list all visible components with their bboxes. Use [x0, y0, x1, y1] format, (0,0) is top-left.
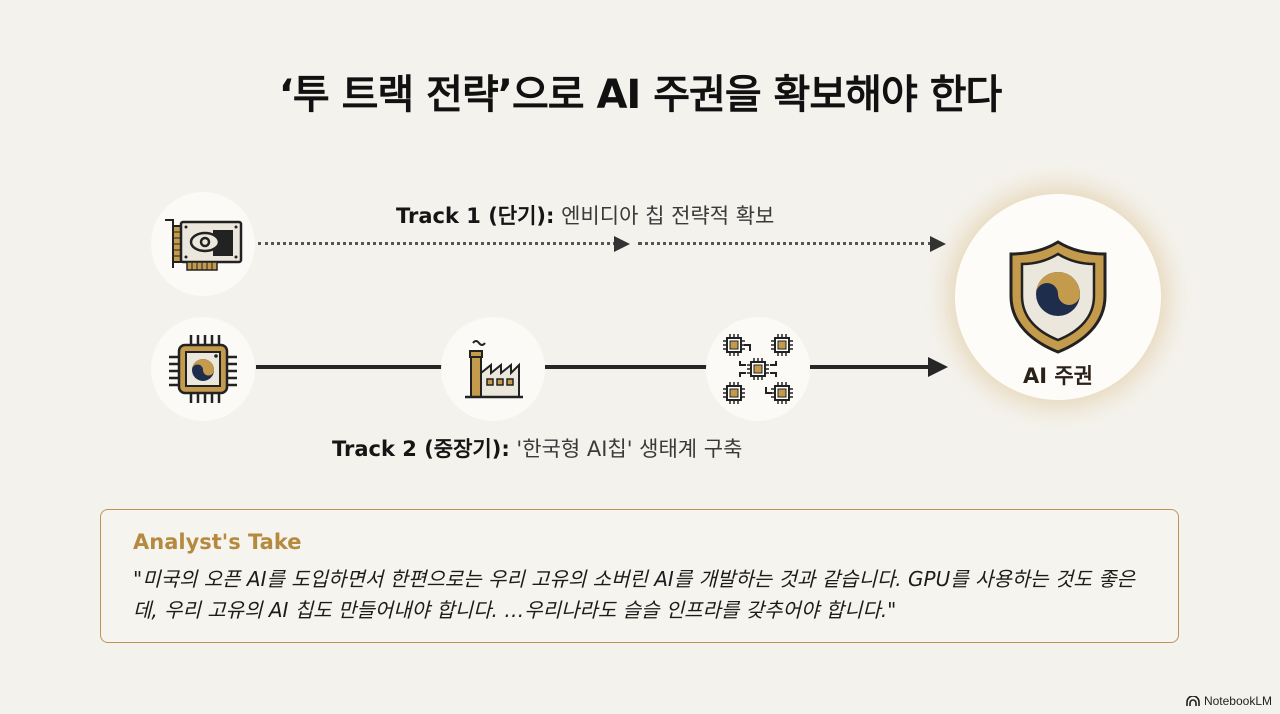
brand-watermark: NotebookLM	[1186, 694, 1272, 708]
brand-label: NotebookLM	[1203, 694, 1272, 708]
analyst-take-title: Analyst's Take	[133, 530, 302, 554]
track2-label-strong: Track 2 (중장기):	[332, 437, 510, 461]
chip-network-icon	[722, 333, 794, 405]
analyst-take-box: Analyst's Take "미국의 오픈 AI를 도입하면서 한편으로는 우…	[100, 509, 1179, 643]
factory-icon	[465, 340, 523, 399]
track2-node-chip-network	[706, 317, 810, 421]
track1-label-rest: 엔비디아 칩 전략적 확보	[554, 204, 775, 228]
track2-node-factory	[441, 317, 545, 421]
track1-dotted-line-a	[258, 242, 616, 245]
track2-arrowhead	[928, 357, 948, 377]
goal-ai-sovereignty: AI 주권	[955, 194, 1161, 400]
track1-dotted-line-b	[638, 242, 932, 245]
shield-taegeuk-icon	[1009, 240, 1107, 354]
goal-label: AI 주권	[1022, 364, 1094, 388]
track1-label: Track 1 (단기): 엔비디아 칩 전략적 확보	[396, 200, 774, 230]
track1-arrowhead-a	[614, 236, 630, 252]
notebooklm-logo-icon	[1186, 696, 1200, 706]
track2-line-c	[810, 365, 930, 369]
track2-label-rest: '한국형 AI칩' 생태계 구축	[509, 437, 743, 461]
track2-line-b	[545, 365, 707, 369]
korean-chip-icon	[169, 335, 237, 403]
track2-node-korean-chip	[151, 317, 255, 421]
page-title: ‘투 트랙 전략’으로 AI 주권을 확보해야 한다	[278, 72, 1003, 118]
track2-line-a	[256, 365, 442, 369]
track1-arrowhead-b	[930, 236, 946, 252]
track1-label-strong: Track 1 (단기):	[396, 204, 555, 228]
gpu-card-icon	[165, 219, 243, 271]
track1-node-gpu	[151, 192, 255, 296]
analyst-take-quote: "미국의 오픈 AI를 도입하면서 한편으로는 우리 고유의 소버린 AI를 개…	[133, 567, 1135, 622]
track2-label: Track 2 (중장기): '한국형 AI칩' 생태계 구축	[332, 433, 742, 463]
